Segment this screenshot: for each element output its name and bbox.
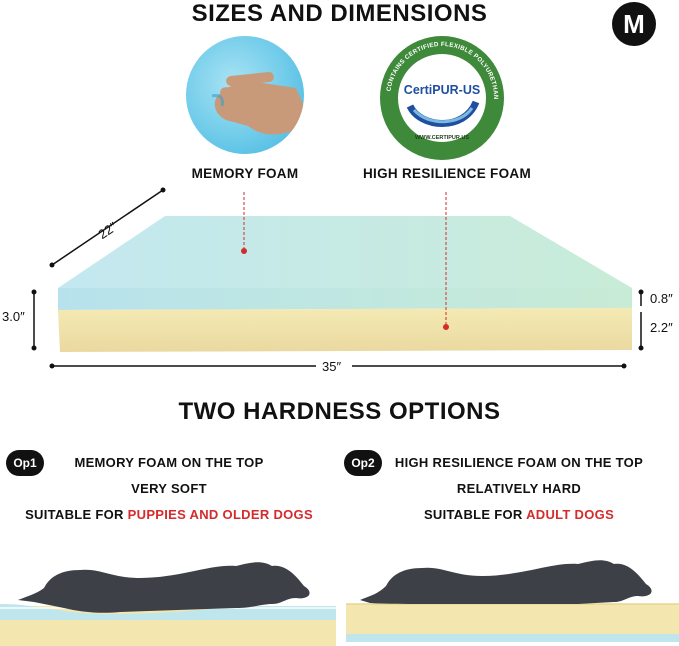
op2-memory-foam: [346, 634, 679, 642]
hr-foam-layer: [58, 308, 632, 352]
op2-line3: SUITABLE FOR ADULT DOGS: [352, 507, 679, 522]
op2-line1: HIGH RESILIENCE FOAM ON THE TOP: [394, 455, 644, 470]
op1-suitable-highlight: PUPPIES AND OLDER DOGS: [127, 507, 313, 522]
height-label: 3.0″: [2, 309, 25, 324]
op1-illustration: [0, 562, 336, 646]
op1-dog-silhouette: [18, 562, 310, 613]
svg-text:WWW.CERTIPUR.US: WWW.CERTIPUR.US: [415, 135, 469, 141]
svg-text:CertiPUR-US: CertiPUR-US: [404, 83, 480, 97]
bottom-layer-label: 2.2″: [650, 320, 673, 335]
hr-foam-label: HIGH RESILIENCE FOAM: [362, 166, 531, 181]
mattress-diagram: [31, 187, 644, 369]
depth-line: [51, 189, 164, 266]
op2-dog-silhouette: [360, 560, 652, 604]
op1-badge: Op1: [6, 450, 44, 476]
memory-foam-image: [186, 36, 304, 154]
op1-suitable-prefix: SUITABLE FOR: [25, 507, 128, 522]
op2-suitable-highlight: ADULT DOGS: [526, 507, 615, 522]
hand-icon: [211, 72, 304, 135]
hr-foam-dot: [443, 324, 449, 330]
certipur-seal: CONTAINS CERTIFIED FLEXIBLE POLYURETHANE…: [377, 31, 504, 160]
size-badge: M: [612, 2, 656, 46]
op2-badge: Op2: [344, 450, 382, 476]
options-title: TWO HARDNESS OPTIONS: [178, 398, 501, 425]
op1-line2: VERY SOFT: [131, 481, 207, 496]
certipur-logo-icon: CONTAINS CERTIFIED FLEXIBLE POLYURETHANE…: [377, 31, 499, 142]
mattress-top-surface: [58, 216, 632, 288]
width-label: 35″: [322, 359, 342, 374]
memory-foam-label: MEMORY FOAM: [191, 166, 299, 181]
op2-illustration: [346, 560, 679, 642]
op2-suitable-prefix: SUITABLE FOR: [423, 507, 527, 522]
op2-line2: RELATIVELY HARD: [456, 481, 582, 496]
op1-line1: MEMORY FOAM ON THE TOP: [74, 455, 264, 470]
op2-hr-foam: [346, 604, 679, 634]
memory-foam-dot: [241, 248, 247, 254]
page-title: SIZES AND DIMENSIONS: [191, 0, 488, 27]
op1-line3: SUITABLE FOR PUPPIES AND OLDER DOGS: [0, 507, 338, 522]
top-layer-label: 0.8″: [650, 291, 673, 306]
memory-foam-layer: [58, 288, 632, 310]
